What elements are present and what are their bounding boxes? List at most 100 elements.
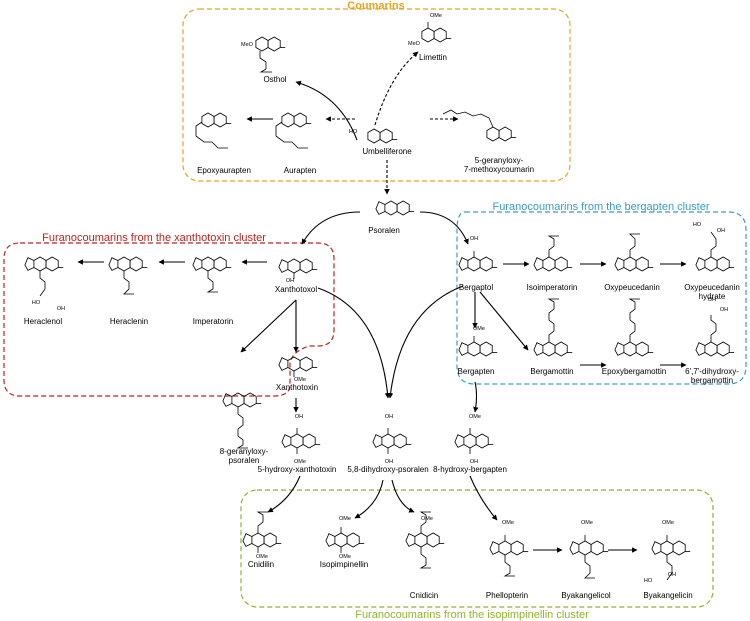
compound-labels: Osthol Limettin Epoxyaurapten Aurapten U… — [24, 53, 740, 600]
label-dihydroxybergamottin-line2: bergamottin — [691, 376, 733, 385]
label-isopimpinellin: Isopimpinellin — [320, 560, 368, 569]
label-oxypeucedanin: Oxypeucedanin — [604, 283, 660, 292]
arrow-hydroxyxanthotoxin-cnidilin — [267, 475, 301, 513]
arrow-hydroxybergapten-phellopterin — [469, 475, 498, 521]
label-limettin: Limettin — [419, 53, 447, 62]
atom-hxan-oh: OH — [295, 414, 303, 420]
bergapten-cluster-title: Furanocoumarins from the bergapten clust… — [492, 201, 709, 213]
atom-phellopterin-ome: OMe — [502, 520, 514, 526]
xanthotoxin-cluster-title: Furanocoumarins from the xanthotoxin clu… — [42, 232, 266, 244]
atom-osthol-meo: MeO — [241, 42, 254, 48]
atom-bergaptol-oh: OH — [470, 236, 478, 242]
bergapten-structure — [458, 336, 498, 357]
label-geranyloxy-line1: 5-geranyloxy- — [475, 156, 524, 165]
oxypeucedanin-structure — [614, 233, 654, 272]
xanthotoxin-structure — [278, 356, 318, 377]
arrow-bergapten-hydroxybergapten — [473, 381, 479, 413]
atom-xanthotoxin-ome: OMe — [294, 377, 306, 383]
label-heraclenol: Heraclenol — [24, 317, 62, 326]
arrow-bergaptol-bergamottin — [479, 291, 529, 351]
isopimpinellin-cluster-title: Furanocoumarins from the isopimpinellin … — [355, 609, 589, 621]
arrow-bergaptol-dihydroxypsoralen — [387, 285, 464, 399]
osthol-structure — [255, 36, 286, 73]
label-phellopterin: Phellopterin — [486, 591, 528, 600]
label-epoxyaurapten: Epoxyaurapten — [197, 166, 251, 175]
byakangelicol-structure — [569, 535, 609, 579]
atom-limettin-ome: OMe — [430, 13, 442, 19]
atom-cnidicin-ome: OMe — [421, 516, 433, 522]
label-aurapten: Aurapten — [284, 166, 316, 175]
limettin-structure — [421, 22, 452, 43]
atom-heraclenol-oh: OH — [57, 306, 65, 312]
atom-heraclenol-ho: HO — [32, 300, 41, 306]
label-dihydroxy-psoralen: 5,8-dihydroxy-psoralen — [347, 465, 428, 474]
label-bergapten: Bergapten — [458, 367, 495, 376]
atom-hydrate-ho: HO — [693, 222, 702, 228]
psoralen-structure — [375, 200, 415, 216]
bergapten-cluster-box — [456, 211, 747, 385]
aurapten-structure — [275, 112, 312, 149]
label-xanthotoxin: Xanthotoxin — [276, 383, 318, 392]
arrow-dihydroxypsoralen-isopimpinellin — [354, 479, 384, 519]
coumarins-cluster-box — [182, 8, 571, 182]
dihydroxy-psoralen-structure — [372, 428, 412, 454]
epoxybergamottin-structure — [614, 298, 654, 357]
atom-hydrate-oh: OH — [717, 228, 725, 234]
byakangelicin-structure — [651, 535, 691, 581]
label-byakangelicol: Byakangelicol — [561, 591, 611, 600]
xanthotoxin-cluster-box — [3, 242, 335, 397]
arrow-umbelliferone-osthol — [295, 80, 358, 141]
atom-byakangelicin-oh: OH — [668, 572, 676, 578]
isopimpinellin-structure — [325, 527, 365, 553]
heraclenol-structure — [24, 256, 64, 297]
arrow-xanthotoxol-dihydroxypsoralen — [317, 287, 391, 399]
dihydroxybergamottin-structure — [695, 315, 735, 357]
structure-layer — [24, 22, 735, 581]
arrow-psoralen-bergaptol — [419, 211, 469, 245]
cnidilin-structure — [242, 511, 282, 553]
atom-dhp-oh1: OH — [385, 414, 393, 420]
hydroxy-xanthotoxin-structure — [281, 428, 321, 454]
atom-byakangelicin-ome: OMe — [662, 520, 674, 526]
label-cnidicin: Cnidicin — [410, 591, 438, 600]
atom-isopimp-ome1: OMe — [339, 516, 351, 522]
phellopterin-structure — [489, 535, 529, 577]
epoxyaurapten-structure — [195, 112, 232, 149]
atom-dihydroxyberg-oh2: OH — [720, 307, 728, 313]
isoimperatorin-structure — [533, 235, 573, 272]
oxypeucedanin-hydrate-structure — [695, 231, 735, 272]
arrow-dihydroxypsoralen-cnidicin — [391, 479, 415, 513]
coumarins-title: Coumarins — [347, 0, 404, 12]
label-bergaptol: Bergaptol — [459, 283, 493, 292]
reaction-arrows — [77, 51, 687, 553]
geranyloxypsoralen-structure — [222, 392, 262, 449]
imperatorin-structure — [192, 256, 232, 293]
arrow-psoralen-xanthotoxol — [301, 211, 361, 245]
label-imperatorin: Imperatorin — [193, 317, 233, 326]
atom-isopimp-ome2: OMe — [339, 554, 351, 560]
label-osthol: Osthol — [263, 75, 286, 84]
arrow-xanthotoxol-geranyloxypsoralen — [240, 299, 297, 353]
atom-cnidilin-ome: OMe — [256, 554, 268, 560]
bergaptol-structure — [458, 251, 498, 272]
label-hydroxy-bergapten: 8-hydroxy-bergapten — [433, 465, 507, 474]
label-geranyloxypsoralen-line2: psoralen — [229, 456, 260, 465]
label-bergamottin: Bergamottin — [530, 367, 573, 376]
label-isoimperatorin: Isoimperatorin — [527, 283, 578, 292]
atom-byakangelicin-ho: HO — [644, 578, 653, 584]
label-geranyloxy-line2: 7-methoxycoumarin — [464, 165, 534, 174]
geranyloxy-methoxycoumarin-structure — [442, 109, 517, 142]
arrow-umbelliferone-limettin — [374, 51, 419, 126]
cnidicin-structure — [405, 511, 445, 569]
atom-hberg-oh: OH — [470, 459, 478, 465]
label-heraclenin: Heraclenin — [110, 317, 148, 326]
atom-hberg-ome: OMe — [469, 414, 481, 420]
label-psoralen: Psoralen — [368, 226, 400, 235]
xanthotoxol-structure — [278, 258, 318, 279]
label-hydroxy-xanthotoxin: 5-hydroxy-xanthotoxin — [258, 465, 337, 474]
label-dihydroxybergamottin-line1: 6',7'-dihydroxy- — [685, 367, 739, 376]
label-umbelliferone: Umbelliferone — [362, 147, 412, 156]
umbelliferone-structure — [367, 128, 398, 144]
